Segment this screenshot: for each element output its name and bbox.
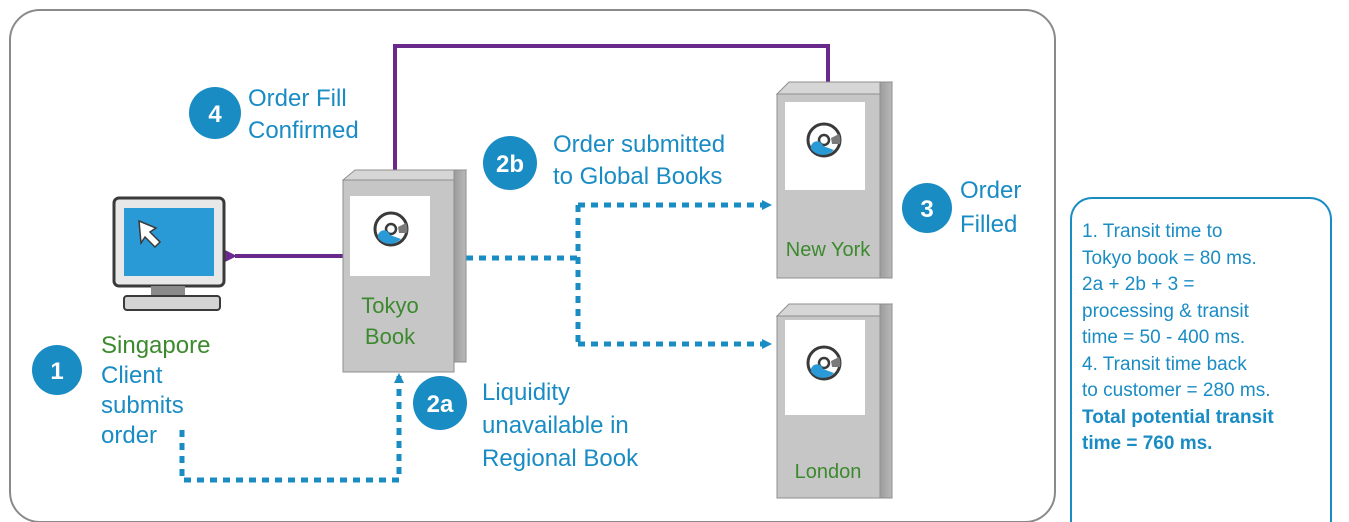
svg-text:4: 4	[208, 101, 222, 128]
step-2a-line3: Regional Book	[482, 445, 639, 472]
step-2b-line2: to Global Books	[553, 163, 722, 190]
svg-text:1: 1	[50, 358, 63, 385]
step-2b-badge: 2b	[483, 136, 537, 190]
svg-text:2a: 2a	[427, 391, 454, 418]
new-york-server: New York	[775, 81, 894, 279]
new-york-server-top	[775, 81, 894, 95]
new-york-label: New York	[786, 239, 871, 261]
diagram-frame	[9, 9, 1056, 522]
step-4-badge: 4	[189, 87, 241, 139]
notes-total-line: Total potential transit	[1082, 406, 1274, 428]
client-to-tokyo-path	[179, 373, 404, 483]
step-1-line2: Client	[101, 362, 163, 389]
step-3-line1: Order	[960, 177, 1021, 204]
tokyo-label-line1: Tokyo	[361, 293, 418, 318]
notes-total-line: time = 760 ms.	[1082, 433, 1213, 454]
svg-text:3: 3	[920, 196, 933, 223]
tokyo-server-top	[341, 169, 468, 181]
confirmation-path	[223, 44, 830, 263]
step-1-line4: order	[101, 422, 157, 449]
london-label: London	[795, 461, 862, 483]
disc-user-icon	[806, 345, 842, 381]
notes-line: 4. Transit time back	[1082, 353, 1247, 375]
notes-line: Tokyo book = 80 ms.	[1082, 247, 1257, 269]
notes-line: 1. Transit time to	[1082, 221, 1223, 242]
notes-line: 2a + 2b + 3 =	[1082, 274, 1195, 295]
step-3-line2: Filled	[960, 211, 1017, 238]
london-server-top	[775, 303, 894, 317]
step-4-line2: Confirmed	[248, 117, 359, 144]
disc-user-icon	[373, 211, 409, 247]
tokyo-server-side	[453, 169, 467, 363]
step-2a-line2: unavailable in	[482, 412, 629, 439]
tokyo-server: Tokyo Book	[341, 169, 468, 373]
notes-line: time = 50 - 400 ms.	[1082, 327, 1246, 348]
svg-text:2b: 2b	[496, 151, 524, 178]
computer-monitor-icon	[112, 196, 226, 311]
notes-line: to customer = 280 ms.	[1082, 380, 1271, 401]
london-server-side	[879, 303, 893, 499]
london-server: London	[775, 303, 894, 499]
disc-user-icon	[806, 122, 842, 158]
order-routing-paths	[179, 200, 772, 483]
step-4-line1: Order Fill	[248, 85, 347, 112]
timing-notes-box: 1. Transit time to Tokyo book = 80 ms. 2…	[1070, 197, 1332, 522]
step-2a-badge: 2a	[413, 376, 467, 430]
step-2a-line1: Liquidity	[482, 379, 570, 406]
step-1-badge: 1	[32, 345, 82, 395]
new-york-server-side	[879, 81, 893, 279]
notes-line: processing & transit	[1082, 300, 1249, 322]
tokyo-label-line2: Book	[365, 324, 416, 349]
step-1-line3: submits	[101, 392, 184, 419]
step-3-badge: 3	[902, 183, 952, 233]
step-2b-line1: Order submitted	[553, 131, 725, 158]
step-1-line1: Singapore	[101, 332, 210, 359]
cursor-arrow-icon	[138, 219, 162, 249]
